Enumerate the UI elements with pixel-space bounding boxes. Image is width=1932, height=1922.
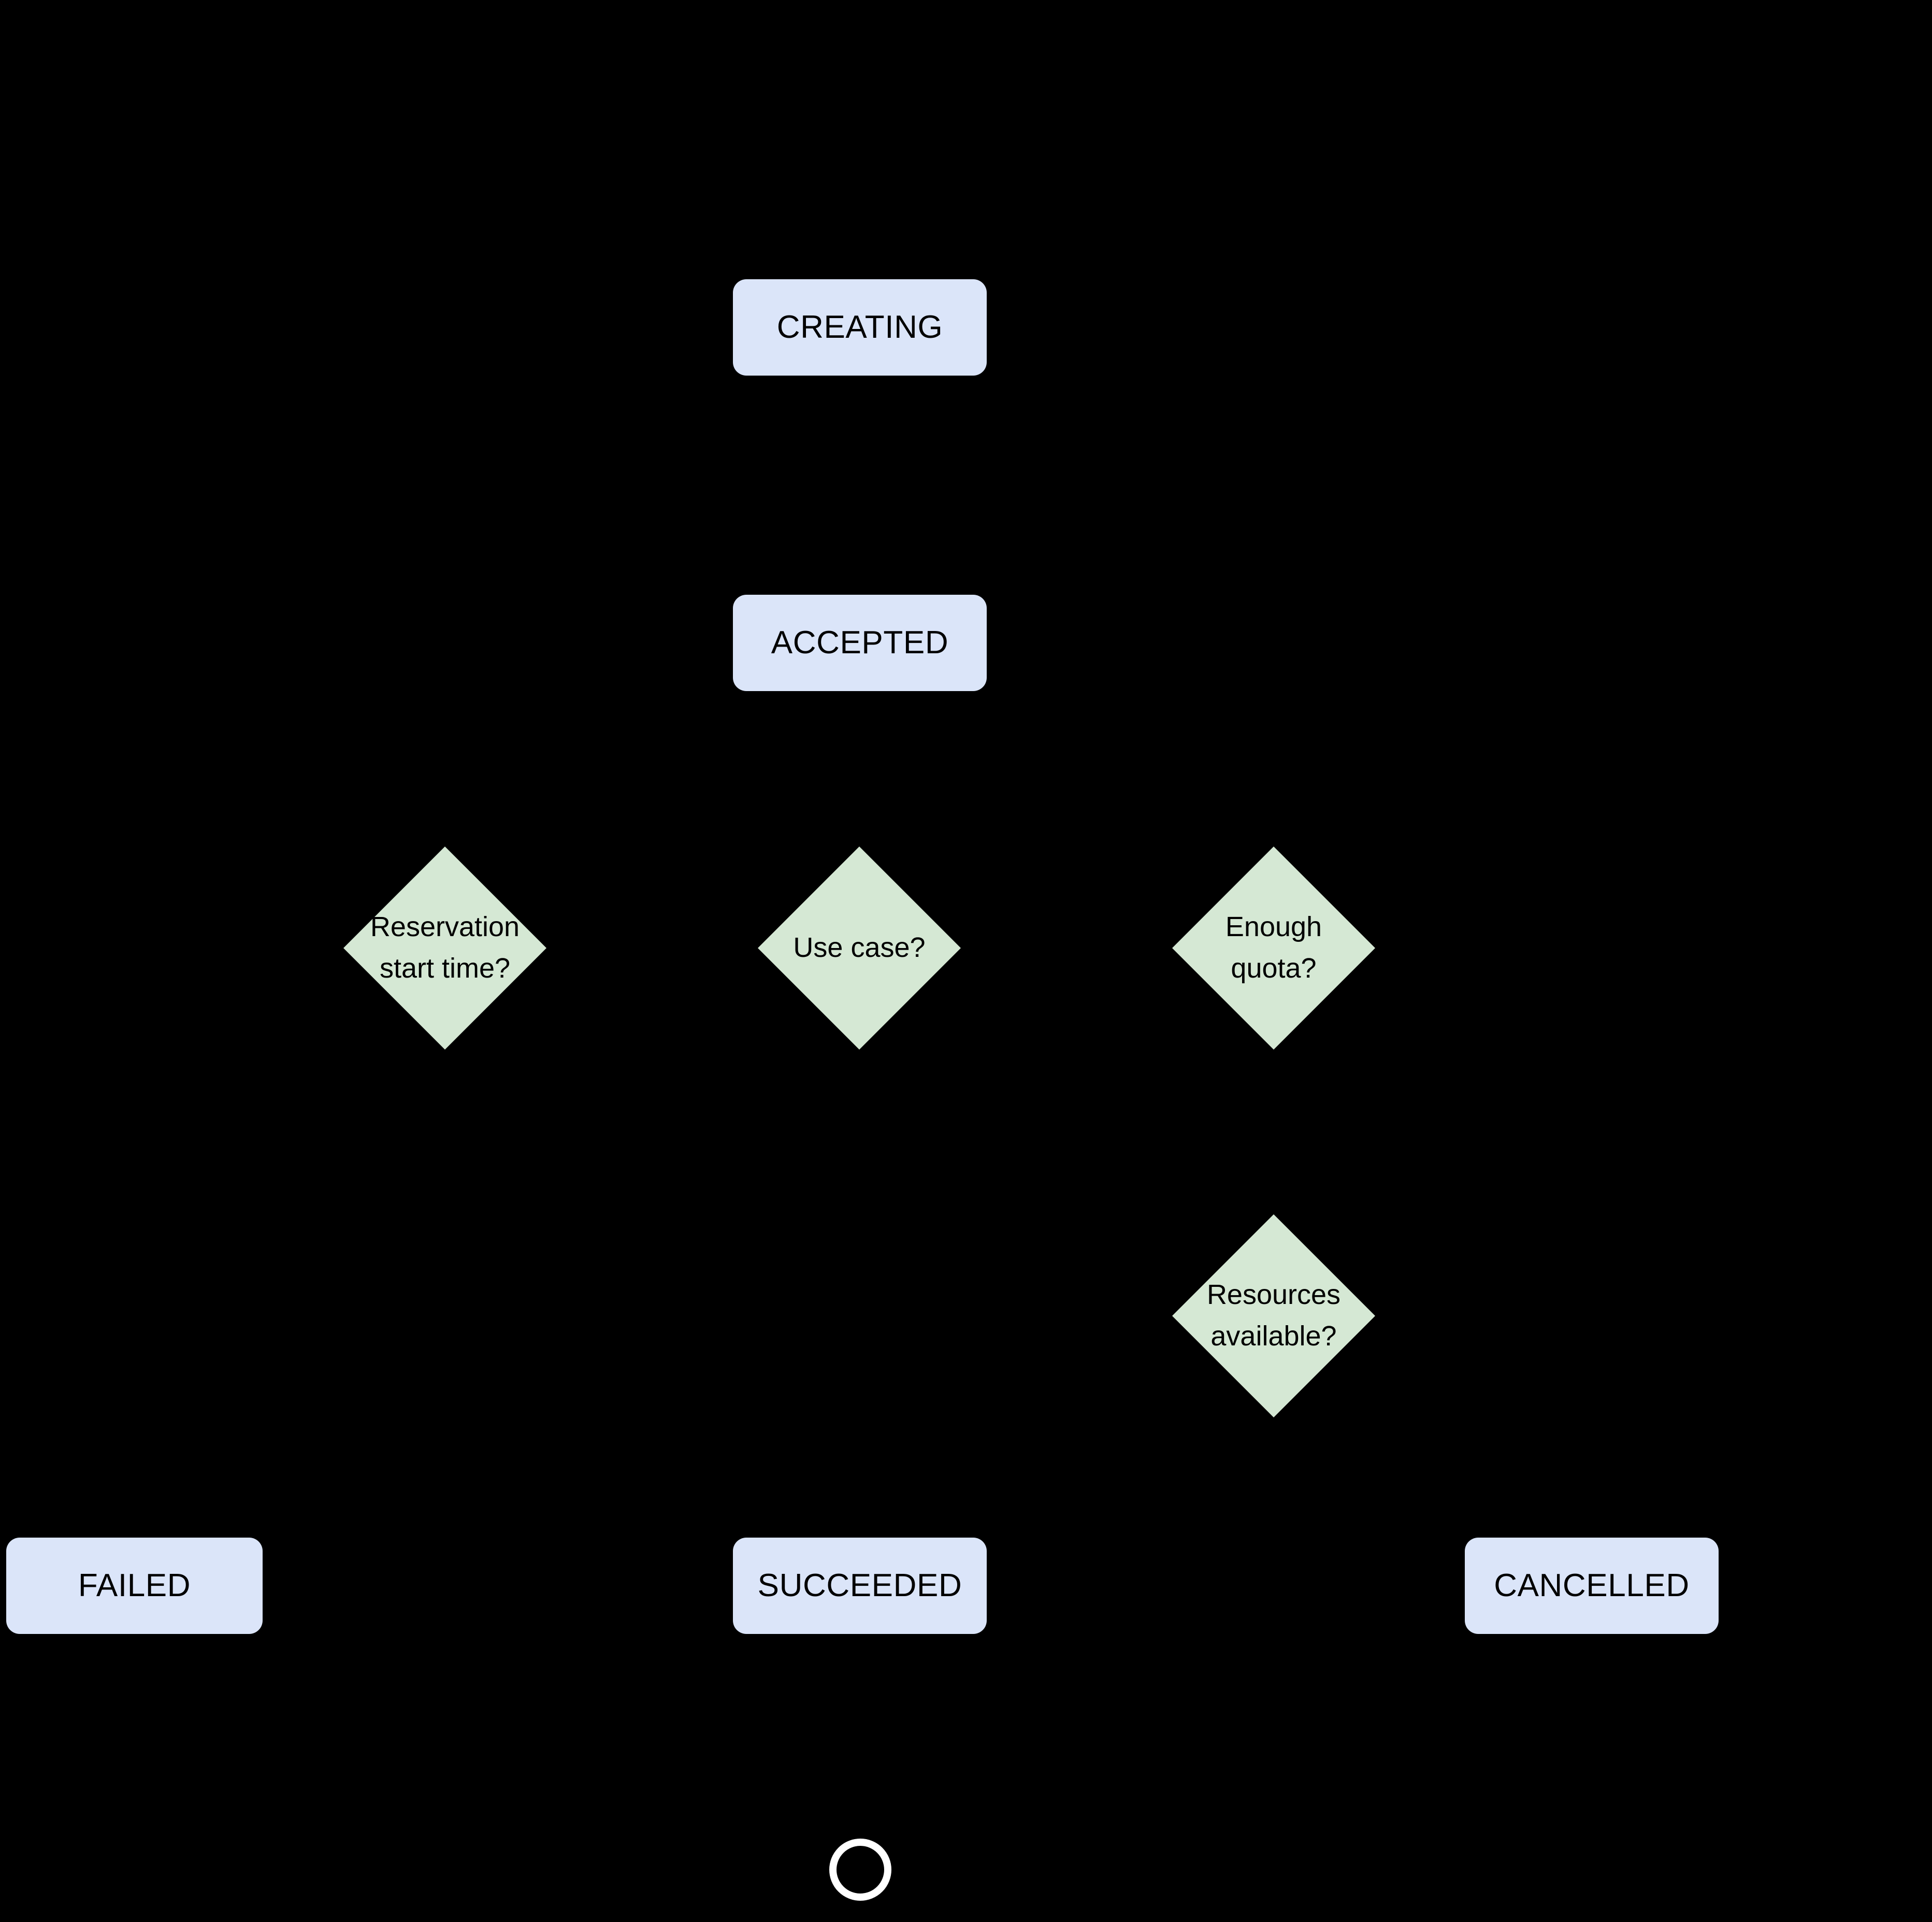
- edge-resources-available-to-cancelled: [1272, 1417, 1600, 1538]
- decision-label-enough-quota: Enough quota?: [1225, 911, 1322, 984]
- decision-label-use-case: Use case?: [793, 932, 926, 964]
- edge-use-case-to-succeeded: [852, 1050, 868, 1538]
- edge-enough-quota-to-resources-available: [1265, 1050, 1282, 1214]
- state-label-creating: CREATING: [776, 309, 943, 346]
- state-node-accepted[interactable]: ACCEPTED: [733, 595, 987, 691]
- state-node-failed[interactable]: FAILED: [6, 1538, 263, 1634]
- state-label-failed: FAILED: [78, 1568, 191, 1604]
- edge-accepted-to-reservation-start-time: [437, 691, 861, 847]
- decision-label-resources-available: Resources available?: [1206, 1279, 1341, 1352]
- edge-accepted-to-use-case: [852, 691, 868, 847]
- edge-accepted-to-enough-quota: [858, 691, 1282, 847]
- decision-node-enough-quota[interactable]: Enough quota?: [1172, 847, 1375, 1050]
- decision-node-use-case[interactable]: Use case?: [758, 847, 961, 1050]
- state-node-creating[interactable]: CREATING: [733, 279, 987, 376]
- end-state-marker-icon: [829, 1839, 891, 1901]
- state-node-cancelled[interactable]: CANCELLED: [1465, 1538, 1719, 1634]
- decision-node-resources-available[interactable]: Resources available?: [1172, 1214, 1375, 1417]
- state-node-succeeded[interactable]: SUCCEEDED: [733, 1538, 987, 1634]
- state-label-accepted: ACCEPTED: [771, 625, 949, 661]
- state-label-succeeded: SUCCEEDED: [757, 1568, 962, 1604]
- decision-node-reservation-start-time[interactable]: Reservation start time?: [343, 847, 546, 1050]
- decision-label-reservation-start-time: Reservation start time?: [370, 911, 520, 984]
- edge-succeeded-to-end: [852, 1634, 868, 1839]
- edge-creating-to-accepted: [852, 376, 868, 595]
- state-label-cancelled: CANCELLED: [1494, 1568, 1690, 1604]
- edge-reservation-start-time-to-failed: [126, 1050, 446, 1538]
